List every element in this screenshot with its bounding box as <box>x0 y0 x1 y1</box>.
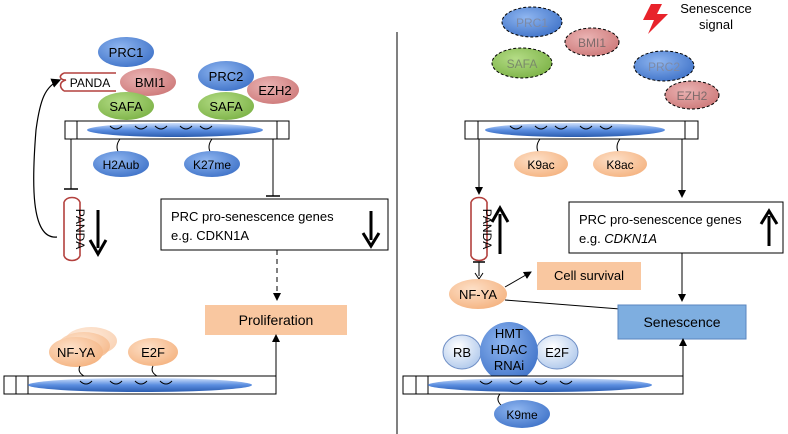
ezh2-ellipse-dissociated <box>664 80 720 110</box>
k9me-tail <box>497 393 503 407</box>
k8ac-label: K8ac <box>606 158 633 172</box>
prc2-label-dissociated: PRC2 <box>648 60 680 74</box>
nfya-ellipse-left <box>49 337 103 367</box>
prc2-ellipse-dissociated <box>633 50 695 82</box>
prc-up-arrowhead <box>759 208 779 225</box>
bmi1-label-dissociated: BMI1 <box>578 36 606 50</box>
prc-down-arrowhead <box>361 232 381 249</box>
hdac-label: HDAC <box>491 342 528 357</box>
k9me-ellipse <box>494 400 550 428</box>
proliferation-box <box>205 305 347 335</box>
chromatin-right-top <box>464 120 699 140</box>
k9ac-label: K9ac <box>527 158 554 172</box>
cell-survival-label: Cell survival <box>554 268 624 283</box>
panda-locus-right: PANDA <box>470 196 494 262</box>
ezh2-label: EZH2 <box>258 83 291 98</box>
bmi1-label: BMI1 <box>135 75 165 90</box>
rnai-label: RNAi <box>494 358 524 373</box>
prc1-label: PRC1 <box>109 45 144 60</box>
nfya-tail-left <box>78 365 85 377</box>
panda-rna-label: PANDA <box>70 76 110 90</box>
arrow-to-cell-survival <box>504 271 532 288</box>
prc1-ellipse <box>98 37 154 67</box>
prc-genes-line2-left: e.g. CDKN1A <box>171 228 249 243</box>
k8ac-ellipse <box>593 151 647 177</box>
chromatin-left-bottom <box>3 375 277 395</box>
bmi1-ellipse-dissociated <box>564 27 620 57</box>
panda-rna-shape <box>59 72 116 92</box>
senescence-signal-line2: signal <box>699 17 733 32</box>
panda-locus-left: PANDA <box>63 196 87 262</box>
prc-genes-box-right <box>568 201 784 254</box>
chromatin-left-top <box>64 120 290 140</box>
senescence-signal-line1: Senescence <box>680 1 752 16</box>
safa-label-1: SAFA <box>109 99 143 114</box>
prc2-ellipse <box>198 61 254 91</box>
lightning-icon <box>643 4 668 34</box>
ezh2-label-dissociated: EZH2 <box>677 89 708 103</box>
safa-label-dissociated: SAFA <box>507 57 538 71</box>
prc-genes-line2-right: e.g. CDKN1A <box>579 231 657 246</box>
senescence-label: Senescence <box>643 314 720 330</box>
panda-down-arrowhead <box>88 239 108 258</box>
senescence-box <box>617 304 747 340</box>
ezh2-ellipse <box>247 76 299 104</box>
prc-genes-line1-right: PRC pro-senescence genes <box>579 212 742 227</box>
prc-genes-box-left <box>160 198 389 251</box>
prc1-label-dissociated: PRC1 <box>516 16 548 30</box>
e2f-label-right: E2F <box>545 345 569 360</box>
safa-ellipse-1 <box>98 92 154 120</box>
cell-survival-box <box>537 262 641 290</box>
prc1-ellipse-dissociated <box>501 6 563 38</box>
bmi1-ellipse <box>120 68 176 96</box>
k9me-label: K9me <box>506 408 538 422</box>
h2aub-label: H2Aub <box>103 158 140 172</box>
prc2-label: PRC2 <box>209 69 244 84</box>
safa-label-2: SAFA <box>209 99 243 114</box>
panda-feedback-arrow <box>33 78 62 238</box>
prc-genes-line1-left: PRC pro-senescence genes <box>171 209 334 224</box>
hmt-hdac-rnai-ellipse <box>480 322 538 382</box>
k27me-ellipse <box>184 151 240 177</box>
e2f-label-left: E2F <box>141 345 165 360</box>
safa-ellipse-2 <box>198 92 254 120</box>
panda-up-arrowhead <box>490 204 510 223</box>
panda-locus-label-left: PANDA <box>73 209 87 249</box>
panda-nfya-arrowhead <box>474 272 484 280</box>
k27me-label: K27me <box>193 158 231 172</box>
prc-genes-line2-prefix-right: e.g. <box>579 231 604 246</box>
proliferation-label: Proliferation <box>239 312 314 328</box>
hmt-label: HMT <box>495 326 523 341</box>
h2aub-ellipse <box>93 151 149 177</box>
nfya-ellipse-right <box>449 279 507 309</box>
e2f-ellipse-left <box>128 338 178 366</box>
panda-locus-label-right: PANDA <box>480 209 494 249</box>
chromatin-right-bottom <box>402 375 684 395</box>
k9ac-ellipse <box>514 151 568 177</box>
e2f-tail-left <box>151 365 158 377</box>
nfya-label-left: NF-YA <box>57 345 95 360</box>
nfya-label-right: NF-YA <box>459 287 497 302</box>
rb-label: RB <box>453 345 471 360</box>
safa-ellipse-dissociated <box>491 47 553 79</box>
prc-genes-gene-right: CDKN1A <box>604 231 657 246</box>
